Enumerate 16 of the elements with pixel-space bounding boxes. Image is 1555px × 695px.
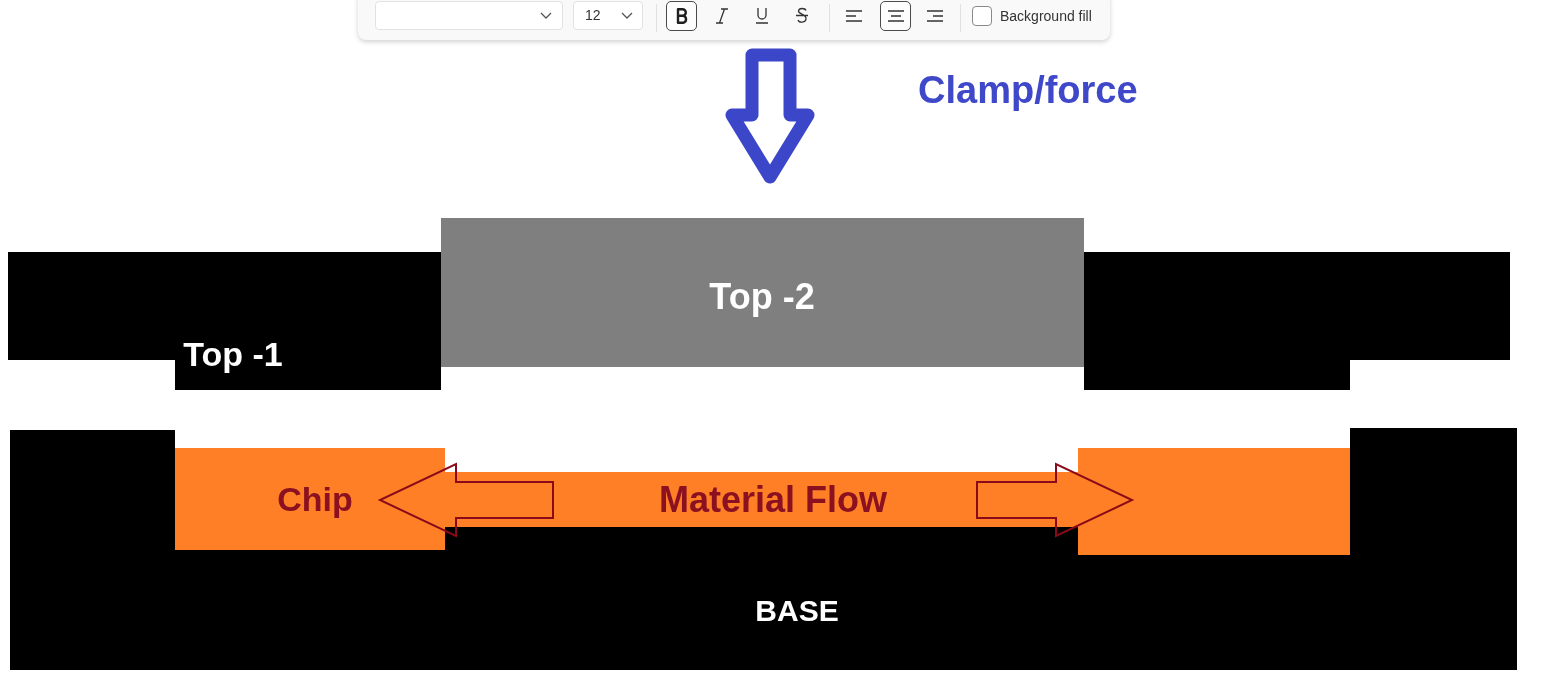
checkbox-label: Background fill [1000,7,1092,25]
part-label: Top -1 [183,336,283,374]
center-block [441,218,1084,367]
material-region [175,448,445,550]
part-label: Top -2 [709,277,815,317]
material-region [1078,448,1350,555]
upper-block [8,252,441,390]
base-block [10,428,1517,670]
block-arrow [976,461,1135,538]
size-dropdown: 12 [573,1,643,30]
part-label: BASE [755,593,839,627]
part-label: Chip [277,481,353,519]
force-label: Clamp/force [918,70,1138,112]
upper-block [1084,252,1510,390]
block-arrow [377,461,554,538]
part-label: Material Flow [659,480,887,520]
